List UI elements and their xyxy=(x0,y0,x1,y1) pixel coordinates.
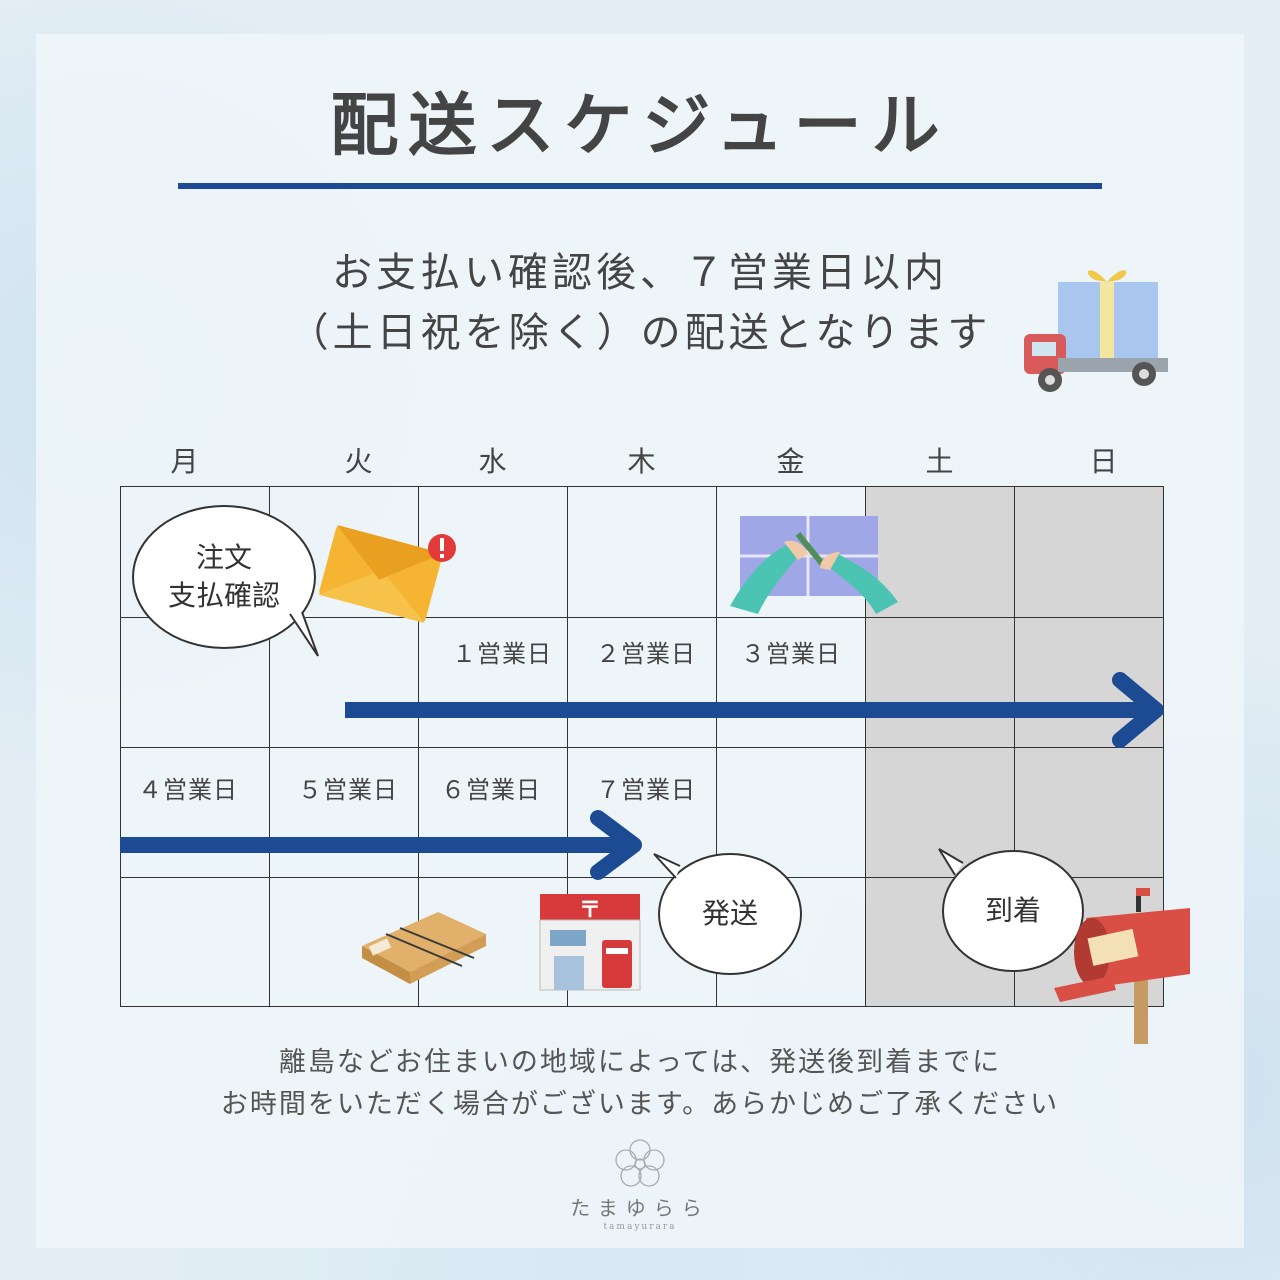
business-day-label: ７営業日 xyxy=(596,776,696,804)
business-day-label: １営業日 xyxy=(452,640,552,668)
bubble-text: 発送 xyxy=(701,897,758,930)
bubble-tail xyxy=(938,848,964,876)
truck-gift-icon xyxy=(1024,270,1168,392)
note-line-2: お時間をいただく場合がございます。あらかじめご了承ください xyxy=(220,1089,1060,1120)
calendar-cell-weekend xyxy=(865,617,1015,748)
bubble-tail xyxy=(653,853,681,879)
business-day-label: ４営業日 xyxy=(138,776,238,804)
bubble-text: 支払確認 xyxy=(167,579,280,612)
bubble-tail xyxy=(289,611,319,657)
wrapping-hands-icon xyxy=(730,516,898,614)
title-divider xyxy=(178,183,1102,189)
business-day-label: ５営業日 xyxy=(298,776,398,804)
flower-logo-icon xyxy=(615,1139,665,1187)
mailbox-icon xyxy=(1054,888,1190,1044)
day-header: 火 xyxy=(344,445,373,478)
ship-bubble: 発送 xyxy=(658,853,802,975)
parcel-icon xyxy=(362,912,486,984)
note-line-1: 離島などお住まいの地域によっては、発送後到着までに xyxy=(278,1047,1002,1078)
day-header: 月 xyxy=(170,445,199,478)
brand-romaji: tamayurara xyxy=(603,1222,677,1232)
subtitle-line-1: お支払い確認後、７営業日以内 xyxy=(332,250,948,296)
page-title: 配送スケジュール xyxy=(330,86,950,166)
business-day-label: ６営業日 xyxy=(441,776,541,804)
arrive-bubble: 到着 xyxy=(942,850,1084,972)
day-header: 水 xyxy=(478,445,507,478)
day-header: 日 xyxy=(1089,445,1118,478)
brand-name: たまゆらら xyxy=(570,1196,710,1220)
day-header: 土 xyxy=(925,445,954,478)
business-day-label: ２営業日 xyxy=(596,640,696,668)
calendar-cell-weekend xyxy=(1014,486,1164,618)
day-header: 金 xyxy=(776,445,805,478)
day-header: 木 xyxy=(627,445,656,478)
subtitle-line-2: （土日祝を除く）の配送となります xyxy=(288,310,992,356)
bubble-text: 到着 xyxy=(984,894,1041,927)
post-office-icon: 〒 xyxy=(539,894,641,991)
envelope-alert-icon xyxy=(318,524,456,623)
business-day-label: ３営業日 xyxy=(741,640,841,668)
order-payment-bubble: 注文支払確認 xyxy=(132,505,316,649)
bubble-text: 注文 xyxy=(195,541,252,574)
svg-text:〒: 〒 xyxy=(579,898,601,923)
